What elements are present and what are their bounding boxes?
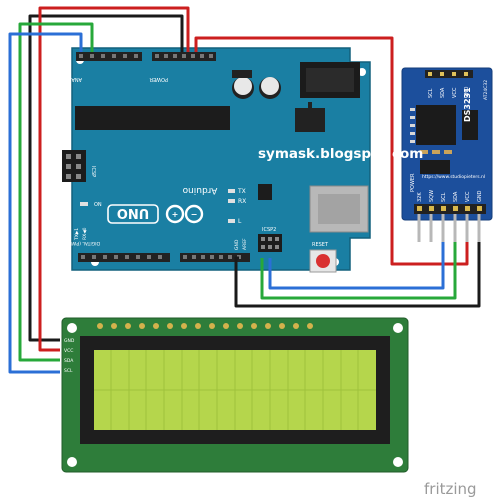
wires xyxy=(8,6,481,374)
svg-text:−: − xyxy=(191,210,198,219)
rtc-power-label: POWER xyxy=(410,173,416,192)
wire-5v-lcd-vcc xyxy=(38,6,190,352)
rtc-top-pin-label: VCC xyxy=(452,87,458,98)
l-label: L xyxy=(238,218,242,225)
lcd-1602-module: GND VCC SDA SCL xyxy=(61,317,409,473)
reset-button[interactable] xyxy=(309,249,337,273)
eeprom-chip xyxy=(462,110,478,140)
svg-text:+: + xyxy=(172,210,179,219)
aref-label: AREF xyxy=(242,238,248,250)
wire-gnd-rtc-gnd xyxy=(234,242,481,308)
tx-arrow-label: TX▶1 xyxy=(74,228,80,241)
lcd-pin-label: VCC xyxy=(64,348,73,354)
wire-scl-rtc xyxy=(268,242,445,290)
capacitor xyxy=(259,77,281,99)
on-label: ON xyxy=(94,202,102,208)
rx-label: RX xyxy=(238,198,246,205)
rtc-top-pin-label: GND xyxy=(464,86,470,98)
analog-header xyxy=(76,52,142,61)
rtc-bottom-pin-label: SDA xyxy=(453,191,459,202)
icsp2-header xyxy=(258,234,282,252)
l-led xyxy=(228,219,235,223)
power-label: POWER xyxy=(149,76,168,82)
icsp2-label: ICSP2 xyxy=(262,227,276,233)
uno-logo-frame xyxy=(107,204,159,224)
lcd-pin-label: SDA xyxy=(64,358,74,364)
mounting-hole xyxy=(67,457,77,467)
arduino-brand: Arduino xyxy=(182,185,217,195)
atmega-chip xyxy=(75,106,230,130)
watermark-text: symask.blogspot.com xyxy=(258,146,423,162)
rtc-top-pin-label: SDA xyxy=(440,87,446,98)
wire-sda-lcd xyxy=(18,22,94,362)
uno-logo-text: UNO xyxy=(117,205,150,220)
digital-header-low xyxy=(78,253,170,262)
rtc-chip-label: DS3231 xyxy=(463,87,472,122)
mounting-hole xyxy=(393,457,403,467)
tx-label: TX xyxy=(237,188,246,195)
rtc-bottom-pin-label: SQW xyxy=(429,190,435,202)
rtc-top-header xyxy=(425,70,473,78)
wire-5v-rtc-vcc xyxy=(194,36,469,266)
rx-arrow-label: RX◀0 xyxy=(82,227,88,240)
arduino-infinity-logo xyxy=(165,204,204,224)
digital-label: DIGITAL (PWM= ~) xyxy=(57,240,100,246)
fritzing-brand: fritzing xyxy=(424,480,477,498)
rtc-bottom-pin-label: SCL xyxy=(441,192,447,202)
digital-header-high xyxy=(180,253,250,262)
analog-in-label: ANALOG IN xyxy=(54,76,82,82)
capacitor xyxy=(232,77,254,99)
icsp-header-left xyxy=(62,150,86,182)
regulator xyxy=(232,70,252,78)
ds3231-rtc-module: DS3231 POWER https://www.studiopieters.n… xyxy=(401,67,493,242)
lcd-pin-label: SCL xyxy=(64,368,73,374)
rx-led xyxy=(228,199,235,203)
ds3231-chip xyxy=(416,105,456,145)
voltage-regulator xyxy=(295,108,325,132)
reset-label: RESET xyxy=(312,242,329,248)
rtc-bottom-header xyxy=(414,204,486,214)
lcd-top-pads xyxy=(97,323,313,329)
usb-chip xyxy=(258,184,272,200)
rtc-top-pin-label: SCL xyxy=(428,88,434,98)
icsp-label: ICSP xyxy=(90,166,96,177)
rtc-side-label: AT24C32 xyxy=(483,80,489,100)
rtc-bottom-pin-label: GND xyxy=(477,190,483,202)
arduino-uno-board: ANALOG IN POWER ICSP ON xyxy=(54,47,371,273)
wire-scl-lcd xyxy=(8,32,83,374)
tx-led xyxy=(228,189,235,193)
wire-sda-rtc xyxy=(260,242,457,300)
mounting-hole xyxy=(393,323,403,333)
gnd-label: GND xyxy=(234,239,240,250)
mounting-hole xyxy=(67,323,77,333)
rtc-bottom-pin-label: VCC xyxy=(465,191,471,202)
lcd-pin-label: GND xyxy=(64,338,75,344)
rtc-site-label: https://www.studiopieters.nl xyxy=(422,174,485,180)
on-led xyxy=(80,202,88,206)
lcd-character-grid xyxy=(94,350,376,430)
rtc-bottom-pin-label: 32K xyxy=(417,192,423,202)
